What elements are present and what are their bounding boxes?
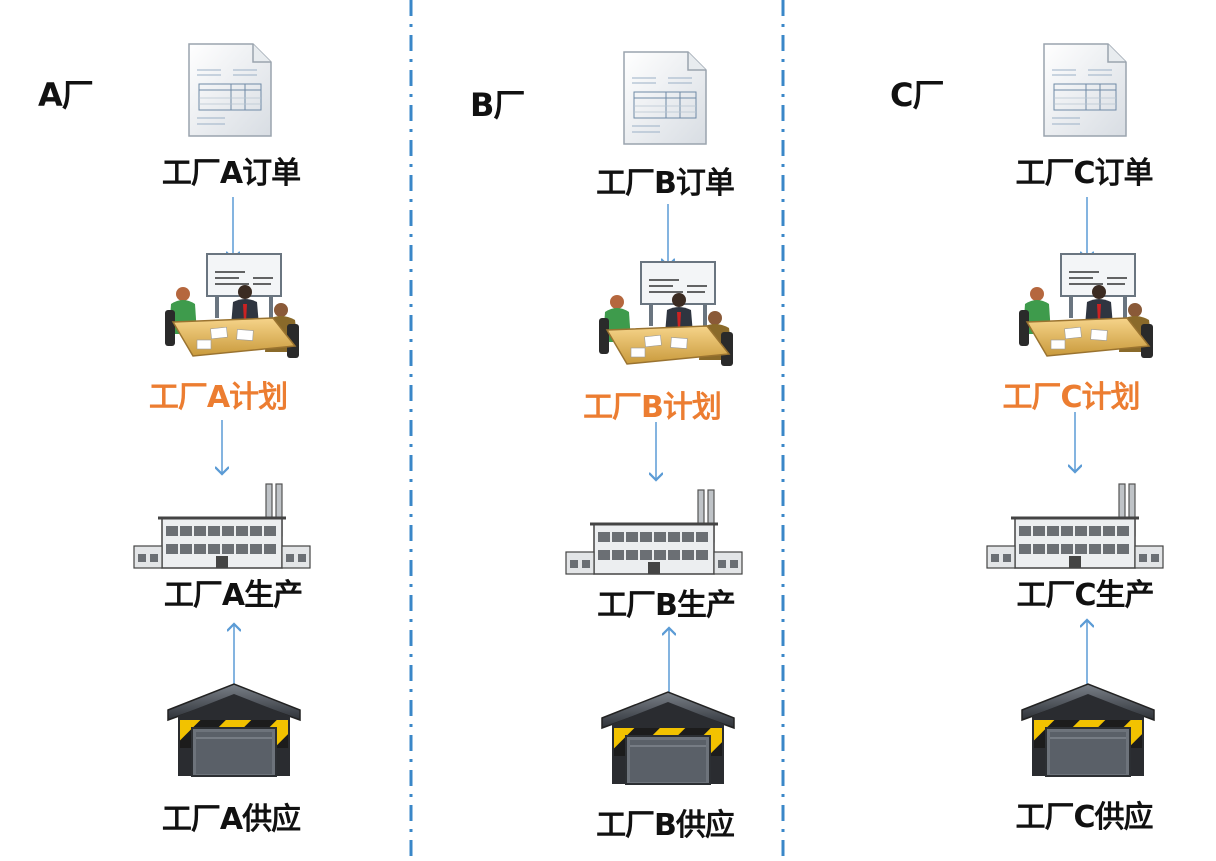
factory-a-supply: 工厂A供应 [161, 802, 301, 837]
factory-c-plan: 工厂C计划 [1002, 380, 1140, 415]
meeting-icon [1017, 252, 1157, 362]
factory-a-title: A厂 [38, 76, 94, 114]
invoice-icon [185, 40, 275, 140]
factory-a-plan: 工厂A计划 [148, 380, 288, 415]
factory-c-title: C厂 [890, 76, 944, 114]
meeting-icon [597, 260, 737, 370]
factory-b-production: 工厂B生产 [597, 588, 736, 623]
factory-b-plan: 工厂B计划 [583, 390, 722, 425]
arrow-supply-to-production-b [662, 622, 676, 694]
warehouse-icon [598, 688, 738, 788]
meeting-icon [163, 252, 303, 362]
factory-a-order: 工厂A订单 [161, 156, 301, 191]
arrow-plan-to-production-b [649, 422, 663, 486]
arrow-plan-to-production-a [215, 420, 229, 480]
factory-c-supply: 工厂C供应 [1015, 800, 1153, 835]
arrow-supply-to-production-a [227, 618, 241, 688]
arrow-order-to-plan-b [661, 204, 675, 272]
arrow-plan-to-production-c [1068, 412, 1082, 478]
invoice-icon [620, 48, 710, 148]
factory-building-icon [985, 482, 1165, 572]
factory-c-production: 工厂C生产 [1016, 578, 1154, 613]
factory-building-icon [564, 488, 744, 578]
factory-building-icon [132, 482, 312, 572]
warehouse-icon [1018, 680, 1158, 780]
factory-b-title: B厂 [470, 86, 525, 124]
divider-bc [781, 0, 785, 861]
arrow-order-to-plan-a [226, 197, 240, 265]
warehouse-icon [164, 680, 304, 780]
factory-b-order: 工厂B订单 [596, 166, 735, 201]
arrow-supply-to-production-c [1080, 614, 1094, 688]
invoice-icon [1040, 40, 1130, 140]
arrow-order-to-plan-c [1080, 197, 1094, 265]
factory-b-supply: 工厂B供应 [596, 808, 735, 843]
factory-a-production: 工厂A生产 [163, 578, 303, 613]
factory-c-order: 工厂C订单 [1015, 156, 1153, 191]
divider-ab [409, 0, 413, 861]
